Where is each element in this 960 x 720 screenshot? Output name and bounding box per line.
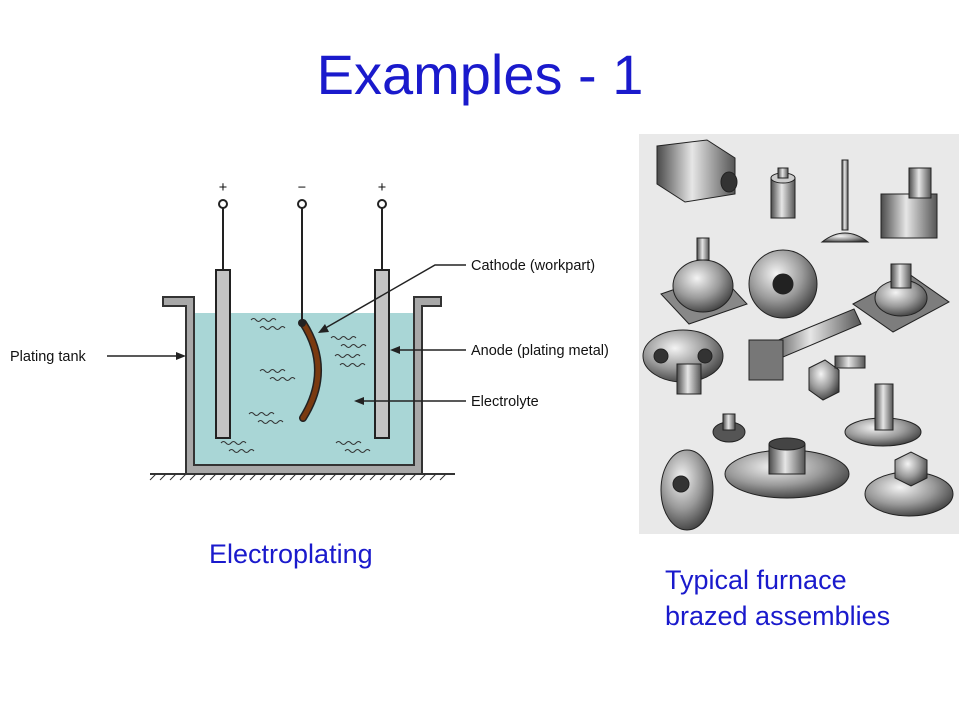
- part-dome-mount: [660, 237, 748, 325]
- plating-tank: [162, 296, 442, 475]
- terminal-left: [218, 199, 228, 209]
- label-plating-tank: Plating tank: [10, 349, 87, 365]
- label-electrolyte: Electrolyte: [471, 394, 539, 410]
- cathode-contact: [298, 319, 306, 327]
- terminals: [218, 199, 387, 209]
- arrowheads: [176, 324, 400, 405]
- part-oval-flange: [642, 329, 724, 395]
- label-cathode: Cathode (workpart): [471, 258, 595, 274]
- part-disc-wheel: [660, 449, 714, 531]
- caption-line-1: Typical furnace: [665, 565, 847, 595]
- ground-hatching: [149, 473, 447, 481]
- terminal-middle: [297, 199, 307, 209]
- electrolyte-waves: [220, 318, 371, 453]
- part-flanged-stud: [844, 383, 922, 447]
- wires: [222, 208, 383, 322]
- slide-title: Examples - 1: [316, 43, 644, 106]
- brazed-assemblies-photo: [639, 134, 959, 534]
- terminal-right: [377, 199, 387, 209]
- polarity-left: +: [219, 180, 227, 196]
- part-elbow: [880, 167, 938, 239]
- label-anode: Anode (plating metal): [471, 343, 609, 359]
- anode-left: [215, 269, 231, 439]
- polarity-right: +: [378, 180, 386, 196]
- part-valve: [820, 159, 870, 243]
- caption-electroplating: Electroplating: [209, 539, 373, 569]
- part-flange: [748, 249, 818, 319]
- caption-line-2: brazed assemblies: [665, 601, 891, 631]
- part-small-gear: [712, 413, 746, 443]
- anode-right: [374, 269, 390, 439]
- part-cylinder: [770, 167, 796, 219]
- part-large-cup: [724, 437, 850, 499]
- leader-lines: [107, 264, 466, 402]
- part-hex-bolt: [808, 355, 866, 401]
- part-nut-dome: [864, 451, 954, 517]
- electroplating-diagram: + − + Plating tank Cathode (work: [10, 180, 609, 481]
- part-box-fitting: [656, 139, 738, 203]
- caption-brazed-assemblies: Typical furnace brazed assemblies: [665, 562, 955, 634]
- part-gear-shaft: [748, 308, 862, 381]
- part-square-base: [852, 263, 950, 333]
- polarity-middle: −: [298, 180, 306, 196]
